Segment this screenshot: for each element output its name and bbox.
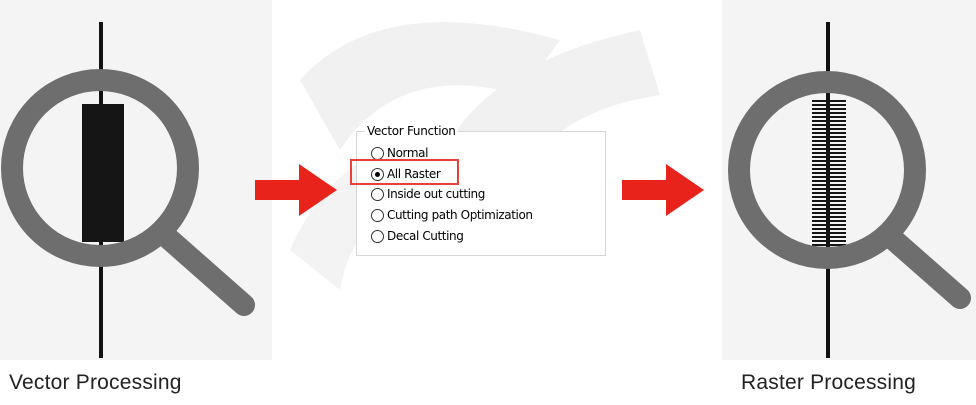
vector-magnifier-icon <box>1 22 255 358</box>
right-arrow-icon <box>622 164 704 216</box>
radio-cutting-path-optimization[interactable]: Cutting path Optimization <box>371 206 533 224</box>
radio-label-decal-cutting: Decal Cutting <box>387 229 464 243</box>
radio-button-decal-cutting[interactable] <box>371 229 384 243</box>
vector-function-groupbox: Vector Function Normal All Raster Inside… <box>356 124 606 256</box>
raster-processing-caption: Raster Processing <box>741 371 916 394</box>
right-arrow-icon <box>255 164 337 216</box>
radio-label-cutting-path-optimization: Cutting path Optimization <box>387 208 533 222</box>
groupbox-title: Vector Function <box>365 124 458 138</box>
magnifier-lens <box>728 71 926 269</box>
radio-button-normal[interactable] <box>371 146 384 160</box>
radio-label-normal: Normal <box>387 146 429 160</box>
magnifier-lens <box>1 69 199 267</box>
radio-button-cutting-path-optimization[interactable] <box>371 208 384 222</box>
striped-raster-bar <box>812 100 846 246</box>
radio-button-inside-out-cutting[interactable] <box>371 187 384 201</box>
right-panel <box>722 0 976 360</box>
radio-decal-cutting[interactable]: Decal Cutting <box>371 227 464 245</box>
radio-button-all-raster[interactable] <box>371 167 384 181</box>
magnifier-handle <box>157 227 255 316</box>
radio-label-all-raster: All Raster <box>387 167 441 181</box>
radio-inside-out-cutting[interactable]: Inside out cutting <box>371 185 485 203</box>
radio-all-raster[interactable]: All Raster <box>371 165 441 183</box>
solid-vector-bar <box>82 104 124 242</box>
raster-magnifier-icon <box>728 22 971 358</box>
radio-normal[interactable]: Normal <box>371 144 428 162</box>
magnifier-handle <box>883 229 971 309</box>
vector-processing-caption: Vector Processing <box>9 371 182 394</box>
radio-label-inside-out-cutting: Inside out cutting <box>387 187 485 201</box>
